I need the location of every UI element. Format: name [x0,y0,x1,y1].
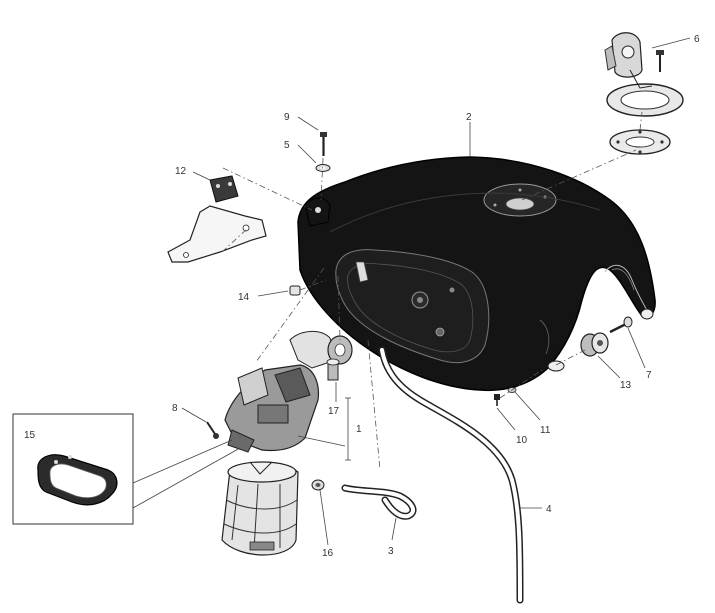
drain-hose-4 [378,346,524,604]
mounting-bracket-12 [167,175,267,263]
bushing-14 [289,285,301,296]
callout-2: 2 [466,112,472,123]
callout-5: 5 [284,140,290,151]
callout-10: 10 [516,435,528,446]
fuel-pump-assembly [224,331,353,453]
callout-7: 7 [646,370,652,381]
hose-clamp-18 [311,479,325,491]
fuel-tank [297,156,656,392]
callout-12: 12 [175,166,187,177]
callout-labels: 2 6 9 5 12 14 8 17 1 11 10 13 7 15 4 3 1… [24,34,700,559]
rubber-mount-13 [580,332,609,357]
callout-6: 6 [694,34,700,45]
screw-9 [320,132,327,156]
callout-8: 8 [172,403,178,414]
washer-5 [315,164,331,172]
callout-15: 15 [24,430,36,441]
screw-8 [206,421,219,439]
gasket-detail-inset [12,413,134,525]
callout-17: 17 [328,406,340,417]
callout-9: 9 [284,112,290,123]
filler-flange-ring [609,129,671,155]
fuel-pump-filter-housing [221,461,299,556]
callout-1: 1 [356,424,362,435]
vent-hose-3 [341,484,417,520]
callout-18: 16 [322,548,334,559]
screw-7 [609,316,633,334]
assembly-guide-lines [221,111,643,471]
callout-4: 4 [546,504,552,515]
fuel-cap-assembly [604,32,684,117]
screw-10 [494,394,500,406]
hose-connector-17 [326,358,340,381]
screw-6 [656,50,664,72]
callout-13: 13 [620,380,632,391]
callout-11: 11 [540,425,551,436]
leader-lines [132,37,691,546]
callout-14: 14 [238,292,250,303]
callout-3: 3 [388,546,394,557]
